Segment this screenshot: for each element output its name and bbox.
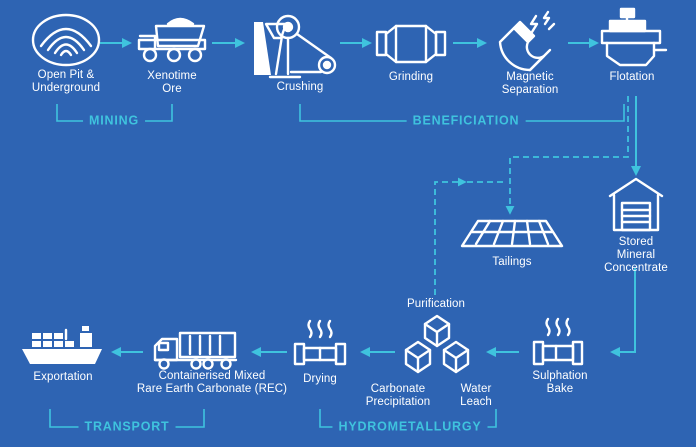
mining-section-label: MINING: [83, 113, 145, 129]
arrow-flotation-tailings: [505, 96, 629, 215]
sulphation-bake-label: Sulphation Bake: [532, 370, 588, 395]
exportation-label: Exportation: [33, 371, 93, 383]
cubes-icon: [404, 314, 470, 374]
grinding-label: Grinding: [388, 71, 434, 83]
arrow-purification-tailings: [434, 177, 467, 295]
storage-shed-icon: [608, 177, 664, 232]
crushing-label: Crushing: [276, 81, 324, 93]
magnet-icon: [498, 10, 556, 72]
flotation-cell-icon: [600, 7, 668, 67]
transport-section-label: TRANSPORT: [78, 419, 176, 435]
carbonate-precipitation-label: Carbonate Precipitation: [365, 383, 431, 408]
hydrometallurgy-section-label: HYDROMETALLURGY: [332, 419, 488, 435]
grinding-mill-icon: [375, 24, 447, 64]
kiln-icon: [532, 317, 584, 366]
magnetic-separation-label: Magnetic Separation: [501, 71, 559, 96]
stored-concentrate-label: Stored Mineral Concentrate: [604, 236, 668, 274]
arrow-stored-sulphation: [610, 268, 636, 357]
crusher-icon: [254, 14, 337, 79]
xenotime-ore-label: Xenotime Ore: [147, 70, 197, 95]
tailings-label: Tailings: [492, 256, 532, 268]
flow-arrows: [100, 38, 641, 357]
rec-label: Containerised Mixed Rare Earth Carbonate…: [136, 370, 288, 395]
drying-label: Drying: [303, 373, 337, 385]
flotation-label: Flotation: [609, 71, 655, 83]
dump-truck-icon: [137, 17, 207, 63]
purification-label: Purification: [406, 298, 466, 310]
tailings-pile-icon: [460, 219, 564, 248]
dashed-arrows: [434, 96, 629, 295]
container-truck-icon: [153, 331, 238, 370]
cargo-ship-icon: [22, 326, 102, 364]
dryer-icon: [293, 319, 347, 366]
open-pit-icon: [31, 13, 101, 67]
open-pit-label: Open Pit & Underground: [31, 69, 101, 94]
water-leach-label: Water Leach: [460, 383, 492, 408]
beneficiation-section-label: BENEFICIATION: [406, 113, 526, 129]
